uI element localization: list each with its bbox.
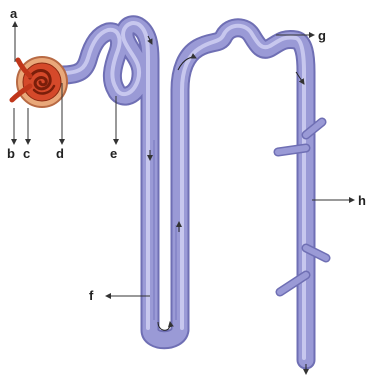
label-a: a [10,6,18,21]
label-c: c [23,146,30,161]
label-f: f [89,288,94,303]
bowmans-capsule [17,57,67,107]
label-e: e [110,146,117,161]
label-g: g [318,28,326,43]
label-h: h [358,193,366,208]
nephron-tubule [62,23,306,360]
label-d: d [56,146,64,161]
label-b: b [7,146,15,161]
